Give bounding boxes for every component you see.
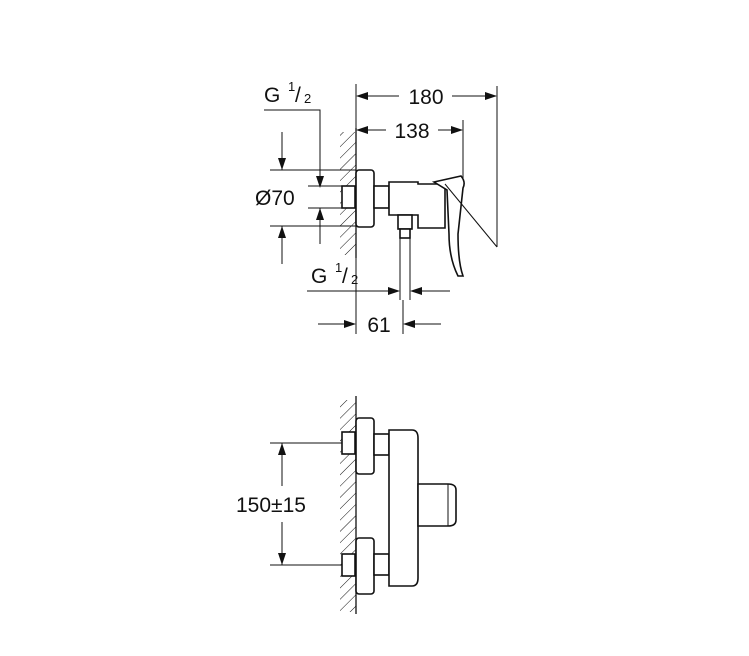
top-view: 180 138 G 1 / 2 Ø70 G	[255, 79, 498, 337]
svg-text:/: /	[342, 265, 348, 288]
lower-connector-front	[373, 553, 390, 576]
lever-sweep-top	[444, 183, 498, 248]
outlet-nozzle-top	[399, 228, 411, 239]
dim-138-label: 138	[394, 120, 429, 143]
svg-text:/: /	[295, 84, 301, 107]
upper-connector-front	[373, 433, 390, 456]
upper-escutcheon-front	[355, 417, 375, 475]
svg-text:1: 1	[335, 260, 342, 275]
lower-escutcheon-front	[355, 537, 375, 595]
svg-text:1: 1	[288, 79, 295, 94]
outlet-spout-top	[397, 214, 413, 230]
connector-top	[373, 185, 390, 209]
svg-text:2: 2	[351, 272, 358, 287]
inlet-nut-top	[341, 185, 356, 209]
escutcheon-top	[355, 169, 375, 228]
diameter-label: Ø70	[255, 187, 295, 210]
lever-handle-top	[431, 175, 465, 277]
front-view: 150±15	[236, 396, 457, 614]
dim-61-label: 61	[367, 314, 390, 337]
dim-180-label: 180	[408, 86, 443, 109]
lower-nut-front	[341, 553, 356, 577]
upper-nut-front	[341, 431, 356, 455]
svg-text:2: 2	[304, 91, 311, 106]
mixer-body-front	[388, 429, 419, 587]
handle-hub-front	[417, 483, 457, 527]
outlet-thread-label: G	[311, 265, 327, 288]
inlet-thread-label: G	[264, 84, 280, 107]
center-distance-label: 150±15	[236, 494, 306, 517]
